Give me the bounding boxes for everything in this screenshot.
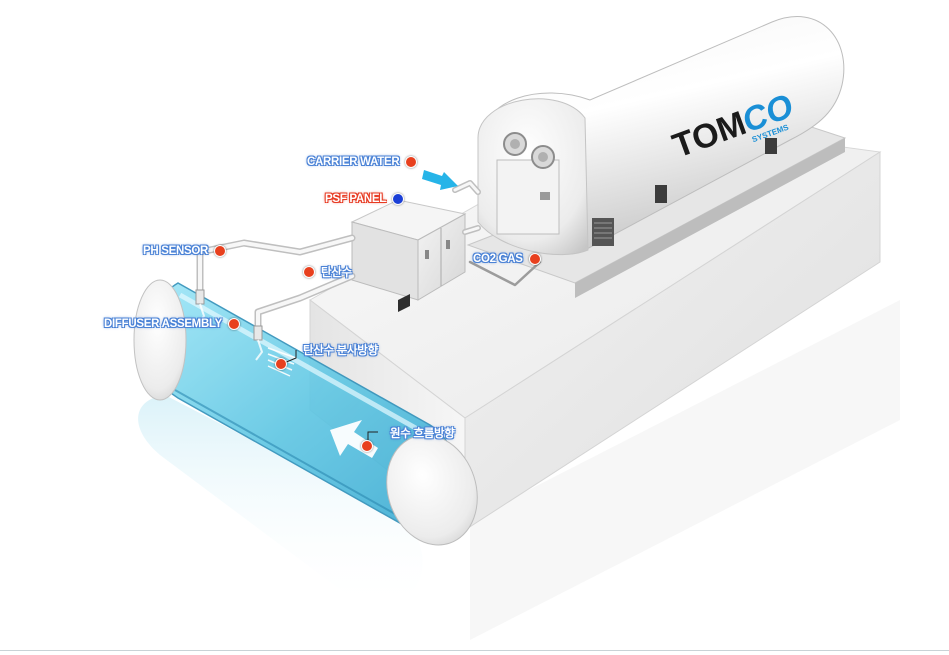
marker-raw-flow-direction[interactable]: [361, 440, 373, 452]
pipe-reflection: [138, 395, 423, 612]
callout-ph-sensor[interactable]: PH SENSOR: [143, 245, 227, 257]
label-ph-sensor: PH SENSOR: [143, 245, 209, 257]
callout-diffuser-assembly[interactable]: DIFFUSER ASSEMBLY: [104, 318, 241, 330]
label-spray-direction: 탄산수 분사방향: [303, 345, 378, 357]
callout-carbonated-water[interactable]: 탄산수: [303, 264, 352, 280]
label-psf-panel: PSF PANEL: [325, 193, 386, 205]
marker-dot-icon: [275, 358, 287, 370]
diffuser-nozzles: [195, 289, 264, 361]
vent-grille: [592, 218, 614, 246]
pipe-end-cap-left: [133, 279, 187, 401]
pipe-end-cap-right: [386, 434, 478, 546]
callout-co2-gas[interactable]: CO2 GAS: [473, 253, 541, 265]
marker-dot-icon: [228, 318, 241, 330]
process-piping: [196, 180, 542, 332]
marker-dot-icon: [528, 253, 541, 265]
label-carbonated-water: 탄산수: [321, 267, 352, 279]
marker-dot-icon: [214, 245, 227, 257]
label-raw-flow-direction: 원수 흐름방향: [390, 428, 455, 440]
callout-carrier-water[interactable]: CARRIER WATER: [307, 156, 418, 168]
label-co2-gas: CO2 GAS: [473, 253, 523, 265]
pipe-highlight: [178, 292, 430, 438]
marker-dot-icon: [405, 156, 418, 168]
carrier-water-arrow-icon: [422, 170, 458, 190]
platform-reflection: [470, 300, 900, 640]
marker-dot-icon: [303, 266, 315, 278]
tank-skid-front: [575, 138, 845, 298]
callout-spray-direction[interactable]: 탄산수 분사방향: [303, 342, 378, 358]
callout-raw-flow-direction[interactable]: 원수 흐름방향: [390, 425, 455, 441]
label-carrier-water: CARRIER WATER: [307, 156, 400, 168]
footer-divider: [0, 650, 949, 651]
callout-psf-panel[interactable]: PSF PANEL: [325, 193, 404, 205]
marker-dot-icon: [391, 193, 404, 205]
label-diffuser-assembly: DIFFUSER ASSEMBLY: [104, 318, 223, 330]
marker-dot-icon: [361, 440, 373, 452]
psf-panel-side: [351, 221, 419, 301]
marker-spray-direction[interactable]: [275, 358, 287, 370]
tank-door: [496, 159, 560, 235]
